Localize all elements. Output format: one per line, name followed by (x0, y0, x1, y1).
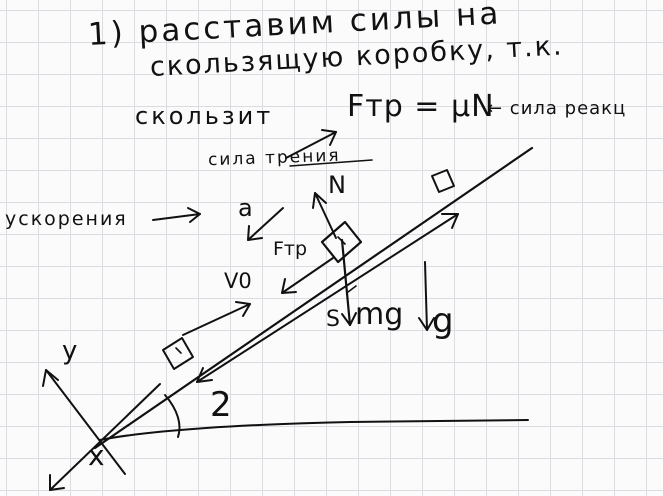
gravity-force-arrowhead (341, 312, 357, 326)
friction-formula: Fтр = μN (347, 89, 495, 124)
normal-force-arrowhead (312, 192, 327, 209)
friction-arrow (281, 257, 334, 294)
main-box (320, 220, 363, 264)
acceleration-arrowhead (247, 225, 263, 241)
friction-force-label: Fтр (273, 238, 308, 260)
incline-line (93, 146, 534, 450)
normal-force-arrow (314, 192, 337, 239)
lower-box-mark (175, 347, 182, 354)
friction-caption-underline (289, 159, 373, 167)
gravity-force-label: mg (355, 297, 404, 332)
velocity-arrowhead (235, 301, 251, 317)
angle-label: 2 (210, 385, 232, 425)
displacement-arrow (196, 213, 459, 383)
acceleration-arrow (247, 207, 284, 241)
note-line-3-word: скользит (135, 102, 274, 130)
ground-line (99, 419, 529, 441)
y-axis-arrowhead (42, 369, 59, 387)
gravity-g-label: g (432, 301, 454, 341)
displacement-label: S (326, 307, 340, 332)
friction-caption-arrowhead (321, 129, 337, 146)
velocity-arrow (182, 303, 251, 336)
top-box (431, 169, 455, 193)
displacement-tick (347, 285, 357, 293)
acceleration-label: a (238, 194, 253, 222)
initial-velocity-label: V0 (224, 269, 252, 293)
friction-caption-arrow (285, 131, 337, 159)
gravity-force-arrow (340, 238, 352, 327)
displacement-arrowhead-high (441, 213, 459, 229)
acceleration-caption-arrow (152, 213, 201, 221)
y-axis (45, 369, 126, 475)
angle-arc (164, 394, 181, 438)
lower-box (162, 337, 194, 370)
gravity-g-arrow (424, 261, 428, 331)
x-axis (49, 383, 161, 491)
reaction-force-note: ← сила реакц (487, 98, 627, 119)
acceleration-caption-arrowhead (187, 207, 201, 223)
x-axis-arrowhead (49, 474, 65, 491)
acceleration-caption: ускорения (5, 208, 128, 230)
gravity-g-arrowhead (418, 317, 435, 331)
friction-arrowhead (281, 278, 297, 294)
y-axis-label: y (62, 336, 78, 366)
displacement-arrowhead-low (196, 367, 213, 383)
normal-force-label: N (328, 171, 346, 199)
